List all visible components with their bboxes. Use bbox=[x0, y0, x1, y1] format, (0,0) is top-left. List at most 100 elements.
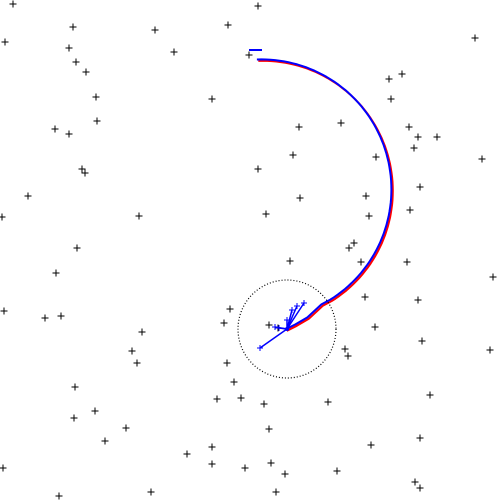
landmark-marker bbox=[489, 273, 497, 281]
landmark-marker bbox=[296, 194, 304, 202]
landmark-marker bbox=[387, 95, 395, 103]
landmark-marker bbox=[128, 347, 136, 355]
estimated-trajectory-line bbox=[256, 58, 393, 331]
landmark-marker bbox=[73, 244, 81, 252]
observed-landmark-marker bbox=[272, 324, 278, 330]
landmark-marker bbox=[151, 26, 159, 34]
observed-landmark-marker bbox=[289, 307, 295, 313]
landmark-marker bbox=[81, 169, 89, 177]
landmark-marker bbox=[371, 323, 379, 331]
observed-landmark-marker bbox=[301, 300, 307, 306]
landmark-marker bbox=[262, 210, 270, 218]
landmark-marker bbox=[286, 257, 294, 265]
landmark-marker bbox=[414, 133, 422, 141]
landmark-marker bbox=[0, 307, 8, 315]
landmark-marker bbox=[344, 352, 352, 360]
landmark-marker bbox=[418, 337, 426, 345]
landmark-marker bbox=[414, 296, 422, 304]
landmark-marker bbox=[82, 68, 90, 76]
landmark-marker bbox=[1, 38, 9, 46]
landmark-marker bbox=[361, 293, 369, 301]
landmark-marker bbox=[183, 450, 191, 458]
landmark-marker bbox=[403, 258, 411, 266]
landmark-marker bbox=[245, 51, 253, 59]
landmark-marker bbox=[52, 269, 60, 277]
landmark-marker bbox=[24, 192, 32, 200]
landmark-marker bbox=[55, 492, 63, 500]
landmark-marker bbox=[416, 434, 424, 442]
landmark-marker bbox=[91, 407, 99, 415]
landmark-marker bbox=[333, 467, 341, 475]
landmark-marker bbox=[213, 395, 221, 403]
landmark-marker bbox=[265, 321, 273, 329]
landmark-marker bbox=[147, 488, 155, 496]
landmark-marker bbox=[406, 206, 414, 214]
landmark-marker bbox=[272, 488, 280, 496]
landmark-marker bbox=[92, 93, 100, 101]
landmark-marker bbox=[65, 130, 73, 138]
landmark-marker bbox=[70, 414, 78, 422]
landmark-marker bbox=[208, 95, 216, 103]
landmark-marker bbox=[170, 48, 178, 56]
landmark-marker bbox=[208, 443, 216, 451]
landmark-marker bbox=[133, 359, 141, 367]
landmark-marker bbox=[357, 258, 365, 266]
landmark-marker bbox=[226, 305, 234, 313]
sensor-layer bbox=[237, 279, 337, 379]
landmark-marker bbox=[230, 378, 238, 386]
robot-position-marker bbox=[285, 327, 289, 331]
landmark-marker bbox=[41, 314, 49, 322]
landmark-marker bbox=[471, 34, 479, 42]
landmark-marker bbox=[367, 441, 375, 449]
landmark-marker bbox=[224, 21, 232, 29]
landmark-marker bbox=[69, 23, 77, 31]
landmark-marker bbox=[385, 75, 393, 83]
landmark-marker bbox=[478, 155, 486, 163]
landmark-marker bbox=[122, 424, 130, 432]
landmark-marker bbox=[101, 437, 109, 445]
landmark-marker bbox=[341, 345, 349, 353]
landmark-marker bbox=[398, 70, 406, 78]
landmark-marker bbox=[295, 123, 303, 131]
landmark-marker bbox=[365, 212, 373, 220]
landmark-marker bbox=[372, 153, 380, 161]
landmark-marker bbox=[350, 239, 358, 247]
landmark-marker bbox=[416, 183, 424, 191]
trajectory-layer bbox=[249, 49, 394, 332]
landmark-marker bbox=[416, 484, 424, 492]
landmark-marker bbox=[254, 2, 262, 10]
landmark-marker bbox=[281, 470, 289, 478]
observed-landmark-marker bbox=[294, 303, 300, 309]
landmark-marker bbox=[237, 394, 245, 402]
landmark-marker bbox=[337, 119, 345, 127]
landmark-marker bbox=[289, 151, 297, 159]
landmark-marker bbox=[93, 117, 101, 125]
landmark-marker bbox=[405, 123, 413, 131]
landmark-marker bbox=[486, 346, 494, 354]
observed-landmark-marker bbox=[257, 345, 263, 351]
landmark-marker bbox=[9, 0, 17, 8]
landmark-marker bbox=[241, 464, 249, 472]
landmark-marker bbox=[72, 58, 80, 66]
landmark-marker bbox=[65, 44, 73, 52]
landmark-marker bbox=[265, 425, 273, 433]
landmark-marker bbox=[433, 133, 441, 141]
landmark-marker bbox=[411, 478, 419, 486]
landmark-marker bbox=[51, 125, 59, 133]
landmark-marker bbox=[254, 165, 262, 173]
landmark-marker bbox=[78, 165, 86, 173]
landmark-marker bbox=[208, 460, 216, 468]
sensor-range-circle bbox=[237, 279, 337, 379]
observation-ray bbox=[286, 302, 305, 330]
landmark-marker bbox=[0, 213, 6, 221]
landmark-marker bbox=[345, 244, 353, 252]
landmark-marker bbox=[260, 400, 268, 408]
landmark-marker bbox=[324, 398, 332, 406]
landmark-marker bbox=[410, 144, 418, 152]
landmark-marker bbox=[71, 383, 79, 391]
landmark-marker bbox=[267, 459, 275, 467]
